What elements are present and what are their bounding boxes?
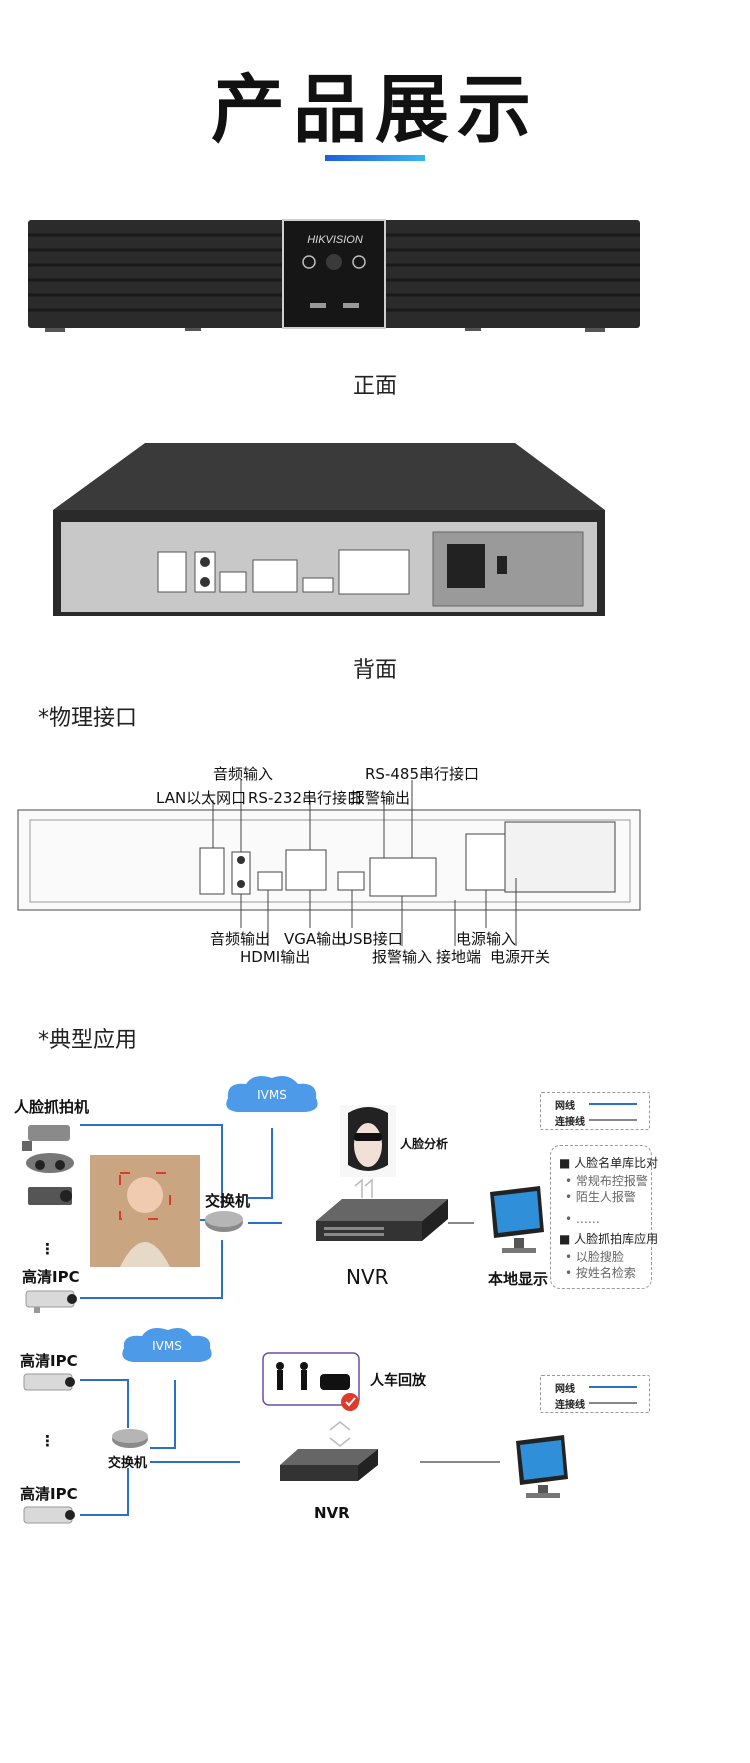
hd-ipc-icon: [23, 1506, 75, 1524]
ivms-cloud-icon: [122, 1328, 212, 1362]
diagram1-hd-ipc-label: 高清IPC: [22, 1268, 80, 1286]
switch-icon: [205, 1211, 243, 1232]
label-vga: VGA输出: [284, 930, 347, 948]
playback-label: 人车回放: [370, 1373, 426, 1389]
label-power-switch: 电源开关: [490, 948, 551, 966]
face-analysis-image: [340, 1105, 396, 1177]
diagram2-hd-ipc-label-2: 高清IPC: [20, 1485, 78, 1503]
diagram2-ellipsis: ⋮: [40, 1432, 55, 1450]
front-caption: 正面: [352, 374, 397, 399]
diagram2-hd-ipc-label-1: 高清IPC: [20, 1352, 78, 1370]
face-camera-label: 人脸抓拍机: [14, 1098, 90, 1116]
local-display-label: 本地显示: [488, 1270, 549, 1288]
interfaces-section-title: *物理接口: [38, 706, 138, 731]
legend-connection-label: 连接线: [555, 1117, 585, 1128]
ivms-label: IVMS: [257, 1088, 287, 1102]
switch-label: 交换机: [205, 1192, 251, 1210]
features-box: ■ 人脸名单库比对 • 常规布控报警 • 陌生人报警 • …… ■ 人脸抓拍库应…: [550, 1145, 658, 1289]
face-analysis-label: 人脸分析: [400, 1137, 449, 1151]
legend-network-line: [589, 1103, 637, 1105]
playback-image: [262, 1352, 360, 1411]
brand-logo: HIKVISION: [307, 234, 363, 246]
label-audio-in: 音频输入: [213, 765, 274, 783]
feature-item: • 以脸搜脸: [565, 1250, 624, 1264]
feature-item: • 陌生人报警: [565, 1190, 636, 1204]
label-alarm-in: 报警输入: [372, 948, 433, 966]
nvr-label-2: NVR: [314, 1504, 350, 1522]
monitor-icon: [490, 1186, 544, 1253]
hd-ipc-icon: [23, 1373, 75, 1391]
diagram1-ellipsis: ⋮: [40, 1240, 55, 1258]
interfaces-diagram: [17, 780, 641, 946]
nvr-rear-image: [53, 443, 605, 616]
label-alarm-out: 报警输出: [350, 789, 411, 807]
legend-connection-line: [589, 1119, 637, 1121]
nvr-front-image: HIKVISION: [28, 219, 640, 332]
legend-network-label: 网线: [555, 1101, 575, 1112]
label-rs485: RS-485串行接口: [365, 765, 479, 783]
feature-item: • 常规布控报警: [565, 1174, 648, 1188]
feature-more: • ……: [565, 1212, 600, 1226]
nvr-label: NVR: [346, 1265, 389, 1289]
legend-network-label: 网线: [555, 1384, 575, 1395]
diagram1-legend: 网线 连接线: [540, 1092, 650, 1130]
diagram2-lines: [80, 1379, 500, 1516]
page-title: 产品展示: [211, 67, 539, 153]
switch-label-2: 交换机: [108, 1456, 148, 1471]
label-ground: 接地端: [436, 948, 482, 966]
legend-connection-line: [589, 1402, 637, 1404]
rear-caption: 背面: [352, 658, 397, 683]
label-audio-out: 音频输出: [210, 930, 271, 948]
legend-network-line: [589, 1386, 637, 1388]
feature-item: • 按姓名检索: [565, 1266, 636, 1280]
title-underline: [325, 155, 425, 161]
feature-title-1: ■ 人脸名单库比对: [559, 1156, 659, 1170]
feature-title-2: ■ 人脸抓拍库应用: [559, 1232, 659, 1246]
label-rs232: RS-232串行接口: [248, 789, 362, 807]
ivms-cloud-icon: [226, 1076, 318, 1112]
label-hdmi: HDMI输出: [240, 948, 311, 966]
diagram1-lines: [80, 1124, 474, 1299]
application-section-title: *典型应用: [38, 1028, 138, 1053]
diagram2-legend: 网线 连接线: [540, 1375, 650, 1413]
label-usb: USB接口: [342, 930, 403, 948]
face-camera-icons: [22, 1125, 74, 1205]
label-power-in: 电源输入: [456, 930, 517, 948]
switch-icon: [112, 1429, 148, 1448]
label-lan: LAN以太网口: [156, 789, 247, 807]
hd-ipc-icon: [25, 1290, 77, 1313]
nvr-device-icon: [280, 1449, 378, 1481]
monitor-icon: [516, 1435, 568, 1498]
ivms-label-2: IVMS: [152, 1339, 182, 1353]
legend-connection-label: 连接线: [555, 1400, 585, 1411]
nvr-device-icon: [316, 1199, 448, 1241]
face-photo: [90, 1155, 200, 1267]
